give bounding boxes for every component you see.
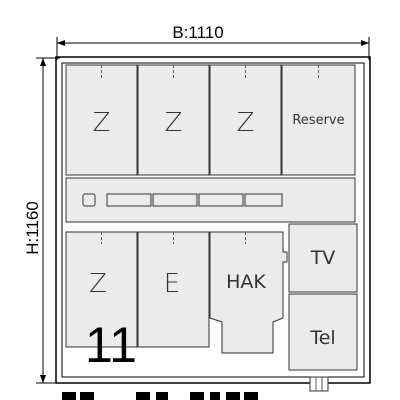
width-dimension: B:1110 [56,23,370,60]
field-z-3-label: Z [237,108,255,138]
field-hak-label: HAK [226,271,266,293]
field-z-2-label: Z [165,108,183,138]
field-hak: HAK [209,231,288,354]
field-z-3: Z [209,64,282,176]
height-label: H:1160 [23,201,42,255]
small-module [82,193,96,207]
field-erweiterung-label: E [164,269,180,299]
field-tel-label: Tel [309,327,335,349]
cabinet-number: 11 [85,317,137,373]
field-tv: TV [288,223,358,293]
field-tv-label: TV [310,247,336,269]
field-erweiterung: E [137,231,210,348]
bottom-row: Z E HAK TV Tel [65,223,358,371]
breaker-slot [198,193,244,207]
field-tel: Tel [288,293,358,371]
field-z-1-label: Z [93,108,111,138]
middle-row [65,177,356,223]
field-z-2: Z [137,64,210,176]
field-reserve: Reserve [281,64,356,176]
field-zaehler: Z [65,231,138,348]
cable-entry [309,376,329,392]
field-reserve-label: Reserve [292,113,344,128]
height-dimension: H:1160 [23,57,60,384]
width-label: B:1110 [172,23,223,42]
cutoff-text-fragments [62,392,258,400]
field-z-1: Z [65,64,138,176]
cabinet-frame [55,56,371,384]
breaker-slot [244,193,283,207]
top-row: Z Z Z Reserve [65,64,356,176]
field-zaehler-label: Z [89,269,107,299]
breaker-slot [106,193,152,207]
breaker-slot [152,193,198,207]
